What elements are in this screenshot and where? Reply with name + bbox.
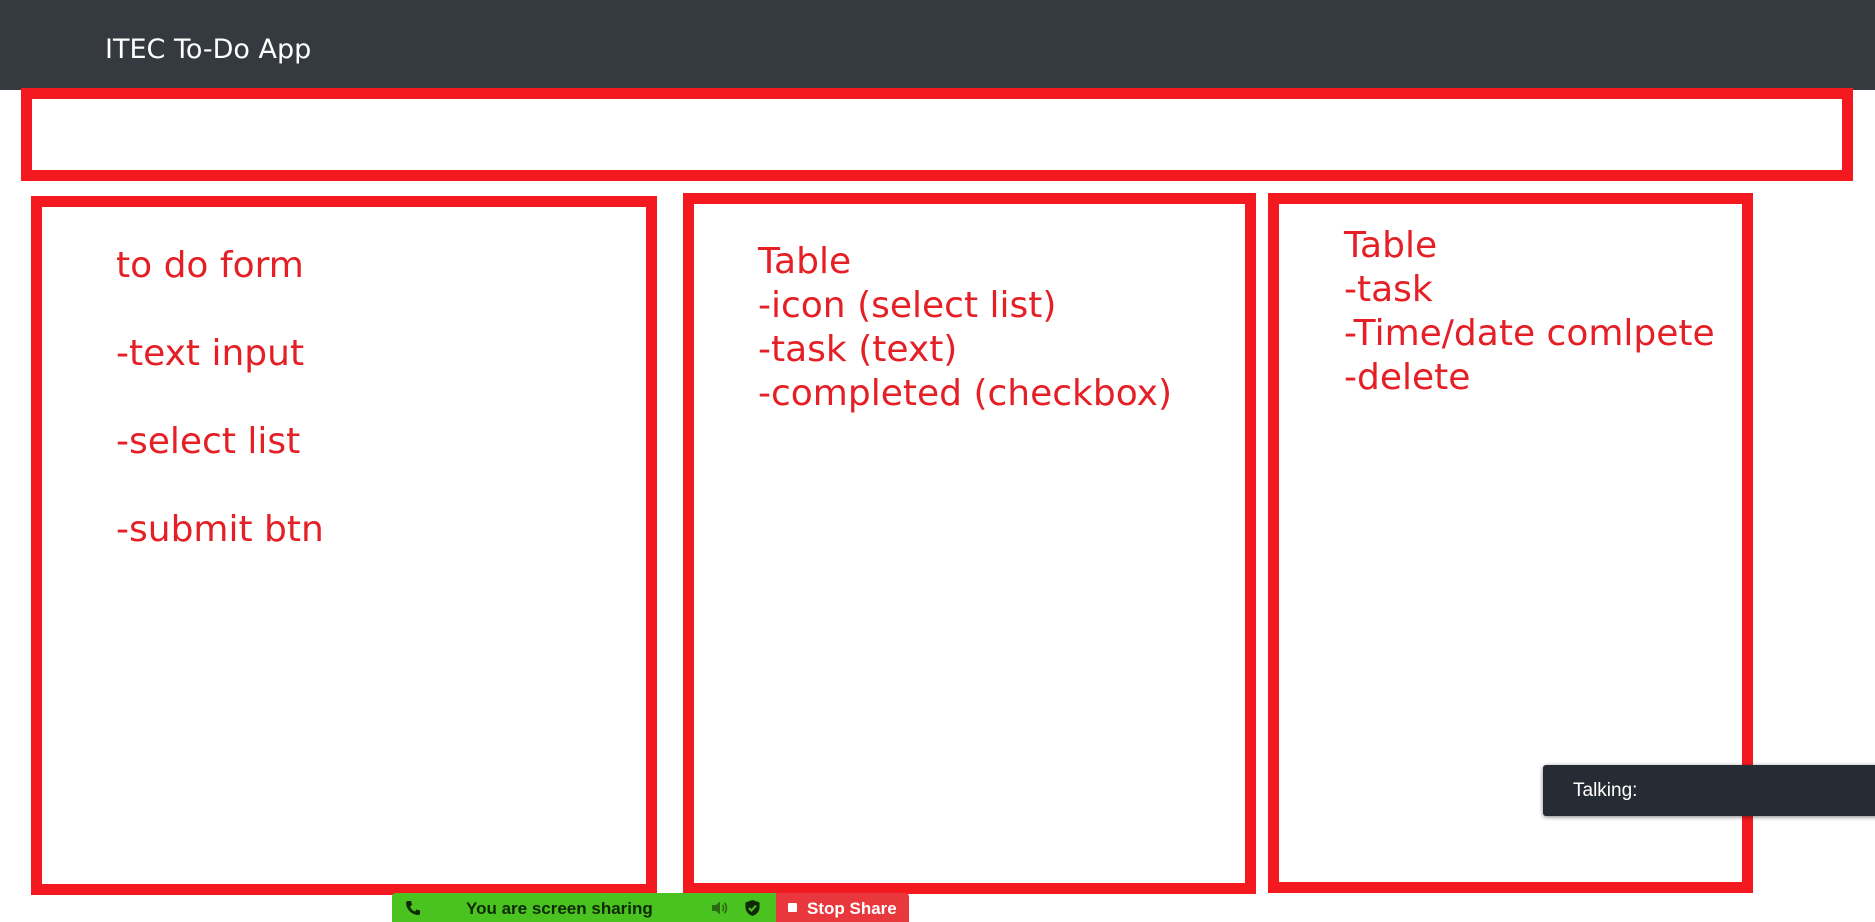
note-line: -icon (select list) xyxy=(758,285,1057,326)
note-line: -submit btn xyxy=(116,509,324,550)
screen-share-status: You are screen sharing xyxy=(466,899,653,918)
note-line: Table xyxy=(758,241,852,282)
header-placeholder-box xyxy=(21,88,1853,181)
app-brand[interactable]: ITEC To-Do App xyxy=(105,34,312,65)
talking-label: Talking: xyxy=(1573,780,1638,801)
note-line: -Time/date comlpete xyxy=(1344,313,1715,354)
tasks-table-notes: Table -icon (select list) -task (text) -… xyxy=(758,240,1172,416)
todo-form-box xyxy=(31,196,657,895)
note-line: -task (text) xyxy=(758,329,958,370)
tasks-table-box xyxy=(683,193,1256,894)
shield-icon[interactable] xyxy=(744,899,761,917)
note-line: -text input xyxy=(116,333,305,374)
stop-share-button[interactable]: Stop Share xyxy=(776,893,909,922)
note-line: -task xyxy=(1344,269,1433,310)
phone-icon[interactable] xyxy=(404,899,422,917)
talking-panel: Talking: xyxy=(1543,765,1875,816)
navbar: ITEC To-Do App xyxy=(0,0,1875,90)
stop-square-icon xyxy=(788,903,797,912)
todo-form-notes: to do form -text input -select list -sub… xyxy=(116,244,324,596)
note-line: to do form xyxy=(116,245,304,286)
note-line: -select list xyxy=(116,421,301,462)
screen-share-bar: You are screen sharing xyxy=(392,893,776,922)
stop-share-label: Stop Share xyxy=(807,899,897,918)
note-line: Table xyxy=(1344,225,1438,266)
note-line: -delete xyxy=(1344,357,1471,398)
speaker-icon[interactable] xyxy=(710,900,728,916)
note-line: -completed (checkbox) xyxy=(758,373,1172,414)
completed-table-notes: Table -task -Time/date comlpete -delete xyxy=(1344,224,1715,400)
